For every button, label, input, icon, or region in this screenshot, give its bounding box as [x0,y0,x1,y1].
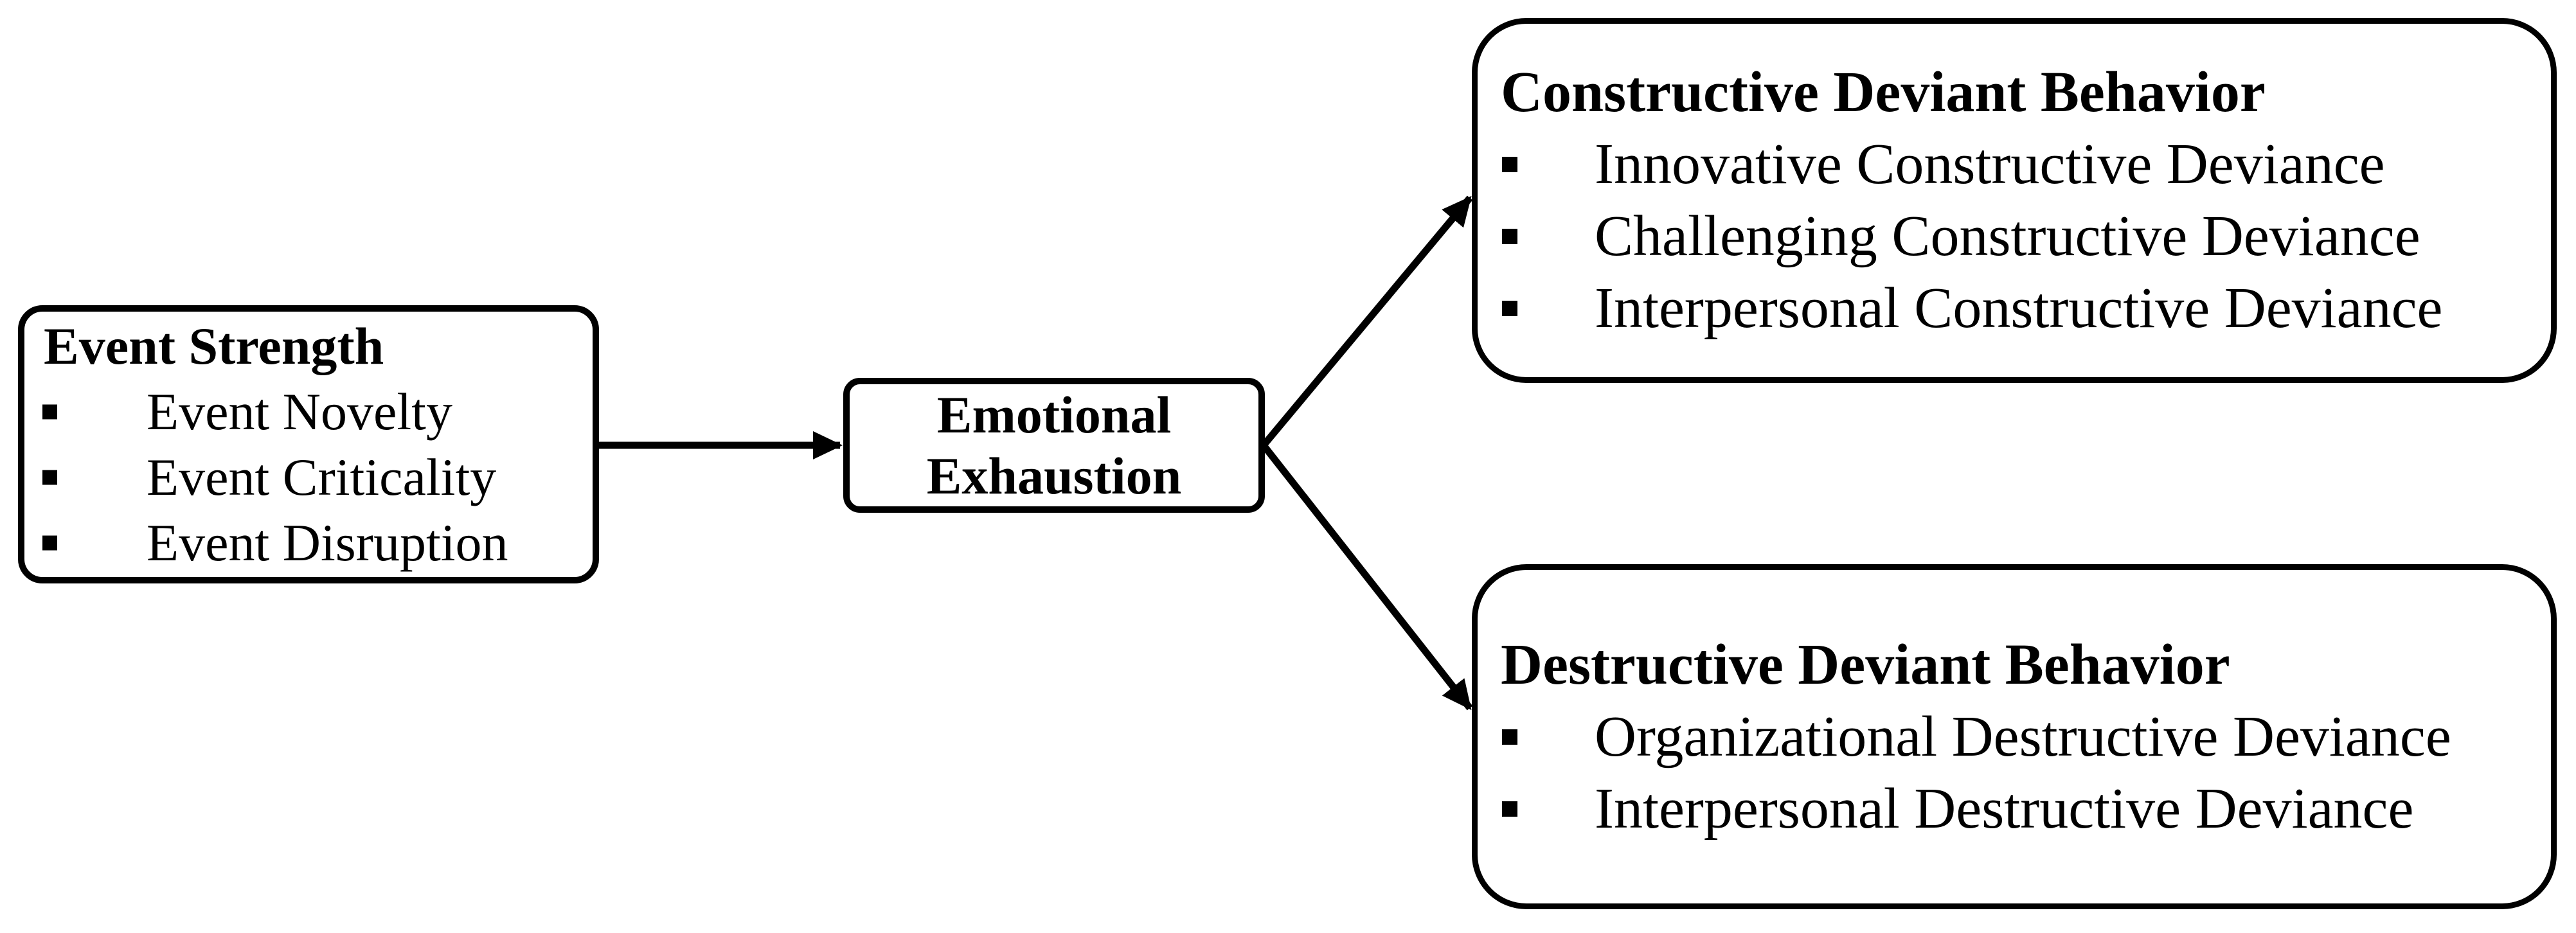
list-item: Event Disruption [24,510,593,576]
emotional-exhaustion-title: Emotional Exhaustion [926,386,1182,505]
bullet-icon [1502,157,1517,172]
list-item-label: Event Novelty [147,382,452,441]
list-item: Event Novelty [24,379,593,445]
list-item-label: Innovative Constructive Deviance [1595,132,2385,196]
bullet-icon [42,535,57,550]
bullet-icon [42,470,57,484]
list-item: Innovative Constructive Deviance [1478,129,2551,200]
list-item: Interpersonal Destructive Deviance [1478,773,2551,845]
box-emotional-exhaustion: Emotional Exhaustion [843,378,1265,513]
box-constructive-deviant-behavior: Constructive Deviant Behavior Innovative… [1472,18,2557,383]
bullet-icon [1502,801,1517,817]
list-item-label: Challenging Constructive Deviance [1595,204,2420,268]
list-item-label: Event Criticality [147,447,497,506]
list-item: Interpersonal Constructive Deviance [1478,272,2551,344]
box-event-strength: Event Strength Event Novelty Event Criti… [18,305,599,583]
list-item: Challenging Constructive Deviance [1478,200,2551,272]
list-item-label: Interpersonal Constructive Deviance [1595,276,2443,340]
list-item: Organizational Destructive Deviance [1478,701,2551,773]
list-item: Event Criticality [24,445,593,510]
list-item-label: Organizational Destructive Deviance [1595,704,2451,769]
bullet-icon [42,404,57,419]
list-item-label: Interpersonal Destructive Deviance [1595,776,2414,840]
list-item-label: Event Disruption [147,513,508,572]
constructive-deviant-behavior-title: Constructive Deviant Behavior [1501,60,2266,124]
bullet-icon [1502,229,1517,244]
arrow-emotional-exhaustion-to-destructive [1260,443,1473,711]
bullet-icon [1502,301,1517,316]
arrow-emotional-exhaustion-to-constructive [1260,195,1473,448]
destructive-deviant-behavior-title: Destructive Deviant Behavior [1501,632,2230,697]
bullet-icon [1502,729,1517,745]
box-destructive-deviant-behavior: Destructive Deviant Behavior Organizatio… [1472,564,2557,909]
event-strength-title: Event Strength [44,316,384,375]
